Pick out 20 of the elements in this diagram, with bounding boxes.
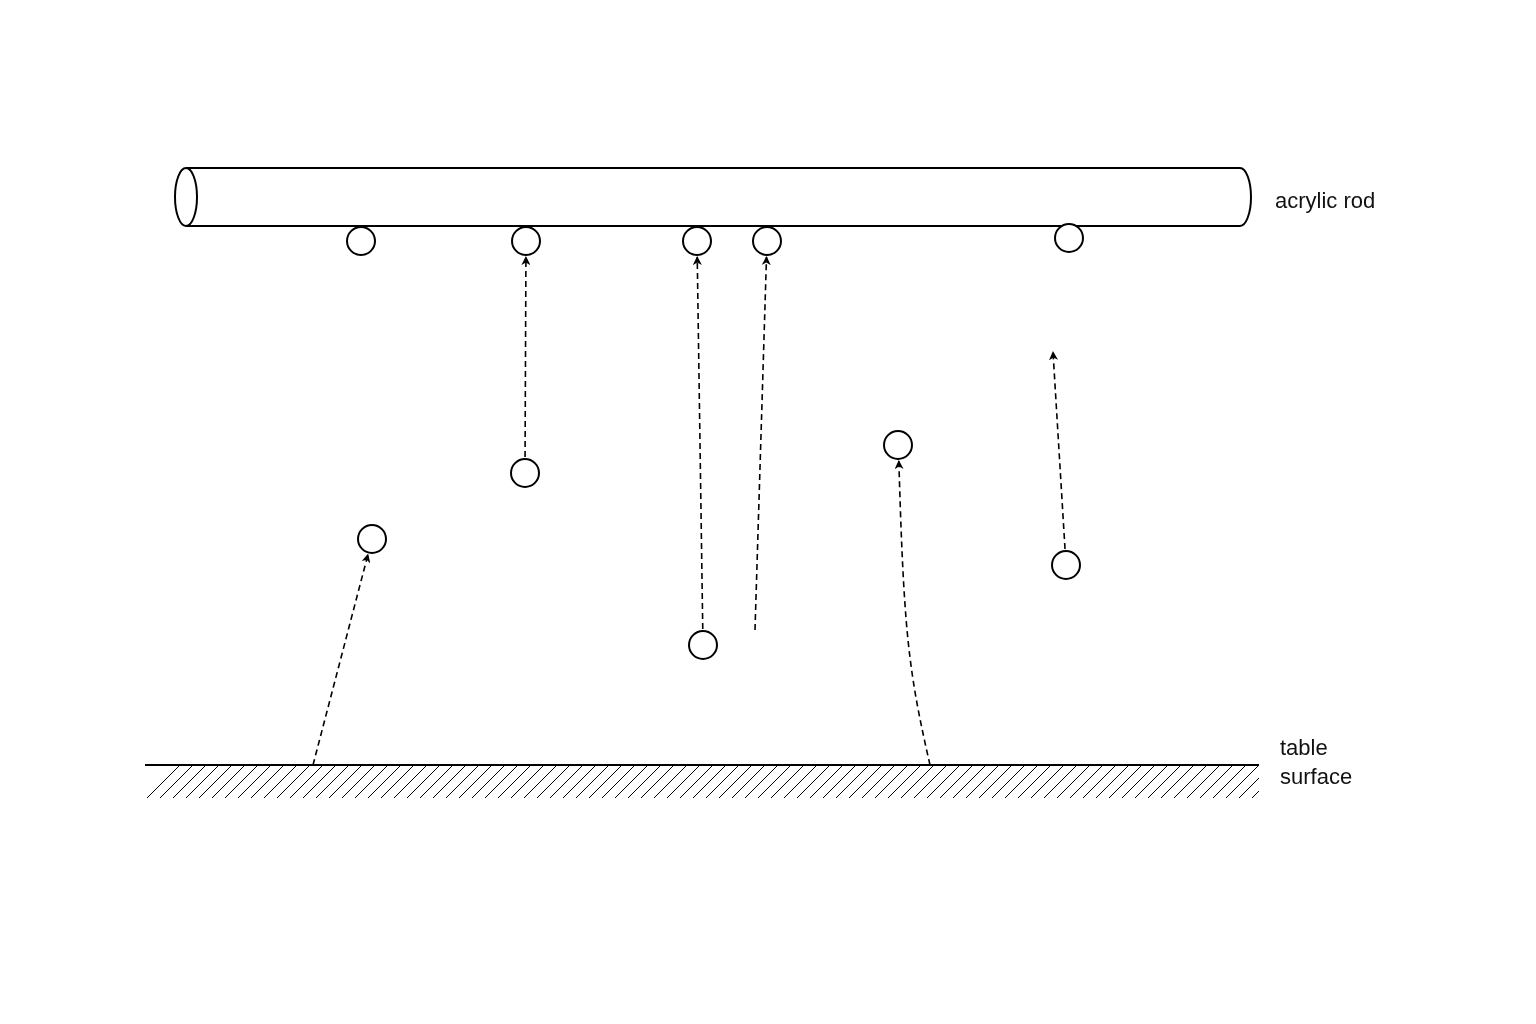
ball [510,458,540,488]
ball [346,226,376,256]
table-surface-drawing [145,764,1259,798]
part-label: table surface [1280,734,1354,791]
ball [682,226,712,256]
arrow [692,256,704,630]
ball [1051,550,1081,580]
part-label: acrylic rod [1275,187,1377,215]
arrow [312,553,371,766]
arrow [894,460,931,766]
ball [1054,223,1084,253]
ball [688,630,718,660]
ball [883,430,913,460]
arrow [1049,351,1066,550]
rod-drawing [174,166,1252,228]
arrow [521,256,531,458]
arrow [754,256,771,631]
ball [752,226,782,256]
ball [357,524,387,554]
ball [511,226,541,256]
